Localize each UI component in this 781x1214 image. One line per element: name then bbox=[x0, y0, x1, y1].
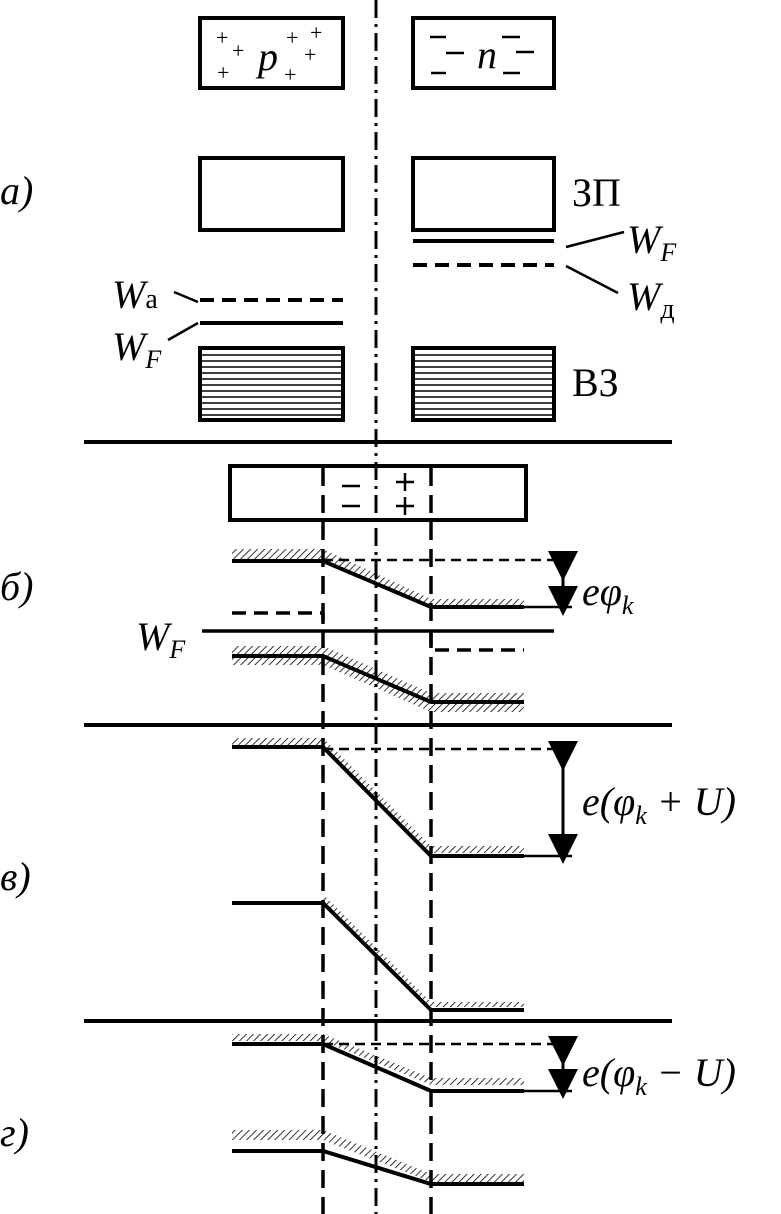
n-valence-band bbox=[411, 346, 556, 422]
space-charge-signs bbox=[342, 473, 414, 515]
svg-text:+: + bbox=[286, 25, 298, 50]
panel-g: e(φk − U) г) bbox=[0, 1034, 736, 1186]
vb-hatch-v bbox=[323, 894, 524, 1007]
panel-v-label: в) bbox=[0, 854, 31, 899]
vb-edge-v bbox=[232, 901, 524, 1012]
svg-text:+: + bbox=[217, 60, 229, 85]
p-conduction-band bbox=[198, 156, 345, 232]
p-region-box bbox=[198, 16, 345, 90]
conduction-band-label: ЗП bbox=[572, 170, 621, 215]
svg-text:+: + bbox=[310, 20, 322, 45]
n-conduction-band bbox=[411, 156, 556, 232]
vb-hatch-g bbox=[232, 1130, 524, 1182]
wa-leader bbox=[173, 290, 199, 304]
barrier-label-b: eφk bbox=[582, 569, 634, 620]
wd-leader bbox=[565, 264, 619, 295]
vb-edge-g bbox=[232, 1149, 524, 1186]
panel-g-label: г) bbox=[0, 1110, 29, 1155]
cb-edge-v bbox=[232, 745, 524, 858]
p-valence-band bbox=[198, 346, 345, 422]
barrier-label-v: e(φk + U) bbox=[582, 779, 736, 830]
panel-a: + + + + + + + p n а) ЗП WF Wд bbox=[0, 16, 677, 422]
wa-label: Wа bbox=[112, 272, 158, 317]
n-region-label: n bbox=[477, 32, 497, 77]
cb-edge-b bbox=[232, 559, 524, 609]
wd-label: Wд bbox=[627, 274, 675, 325]
panel-v: e(φk + U) в) bbox=[0, 738, 736, 1012]
cb-edge-g bbox=[232, 1042, 524, 1093]
vb-edge-b bbox=[232, 654, 524, 704]
cb-hatch-g bbox=[232, 1034, 524, 1085]
svg-text:+: + bbox=[284, 62, 296, 87]
wf-p-label: WF bbox=[112, 324, 162, 374]
svg-text:+: + bbox=[232, 38, 244, 63]
svg-text:+: + bbox=[216, 25, 228, 50]
barrier-label-g: e(φk − U) bbox=[582, 1050, 736, 1101]
valence-band-label: ВЗ bbox=[572, 360, 619, 405]
junction-crystal bbox=[228, 464, 528, 522]
svg-text:+: + bbox=[304, 42, 316, 67]
p-plus-signs: + + + + + + + bbox=[216, 20, 322, 87]
cb-hatch-v bbox=[232, 738, 524, 853]
panel-b-label: б) bbox=[0, 564, 33, 609]
donor-level-b bbox=[429, 632, 524, 652]
n-minus-signs bbox=[430, 35, 534, 75]
panel-a-label: а) bbox=[0, 168, 33, 213]
wf-label-b: WF bbox=[136, 614, 186, 664]
wf-n-leader bbox=[565, 230, 625, 249]
cb-hatch-b bbox=[232, 549, 524, 606]
panel-b: б) eφk WF bbox=[0, 464, 634, 712]
acceptor-level-b bbox=[232, 611, 325, 630]
wf-n-label: WF bbox=[627, 217, 677, 267]
p-region-label: p bbox=[255, 34, 278, 79]
wf-p-leader bbox=[167, 321, 199, 342]
